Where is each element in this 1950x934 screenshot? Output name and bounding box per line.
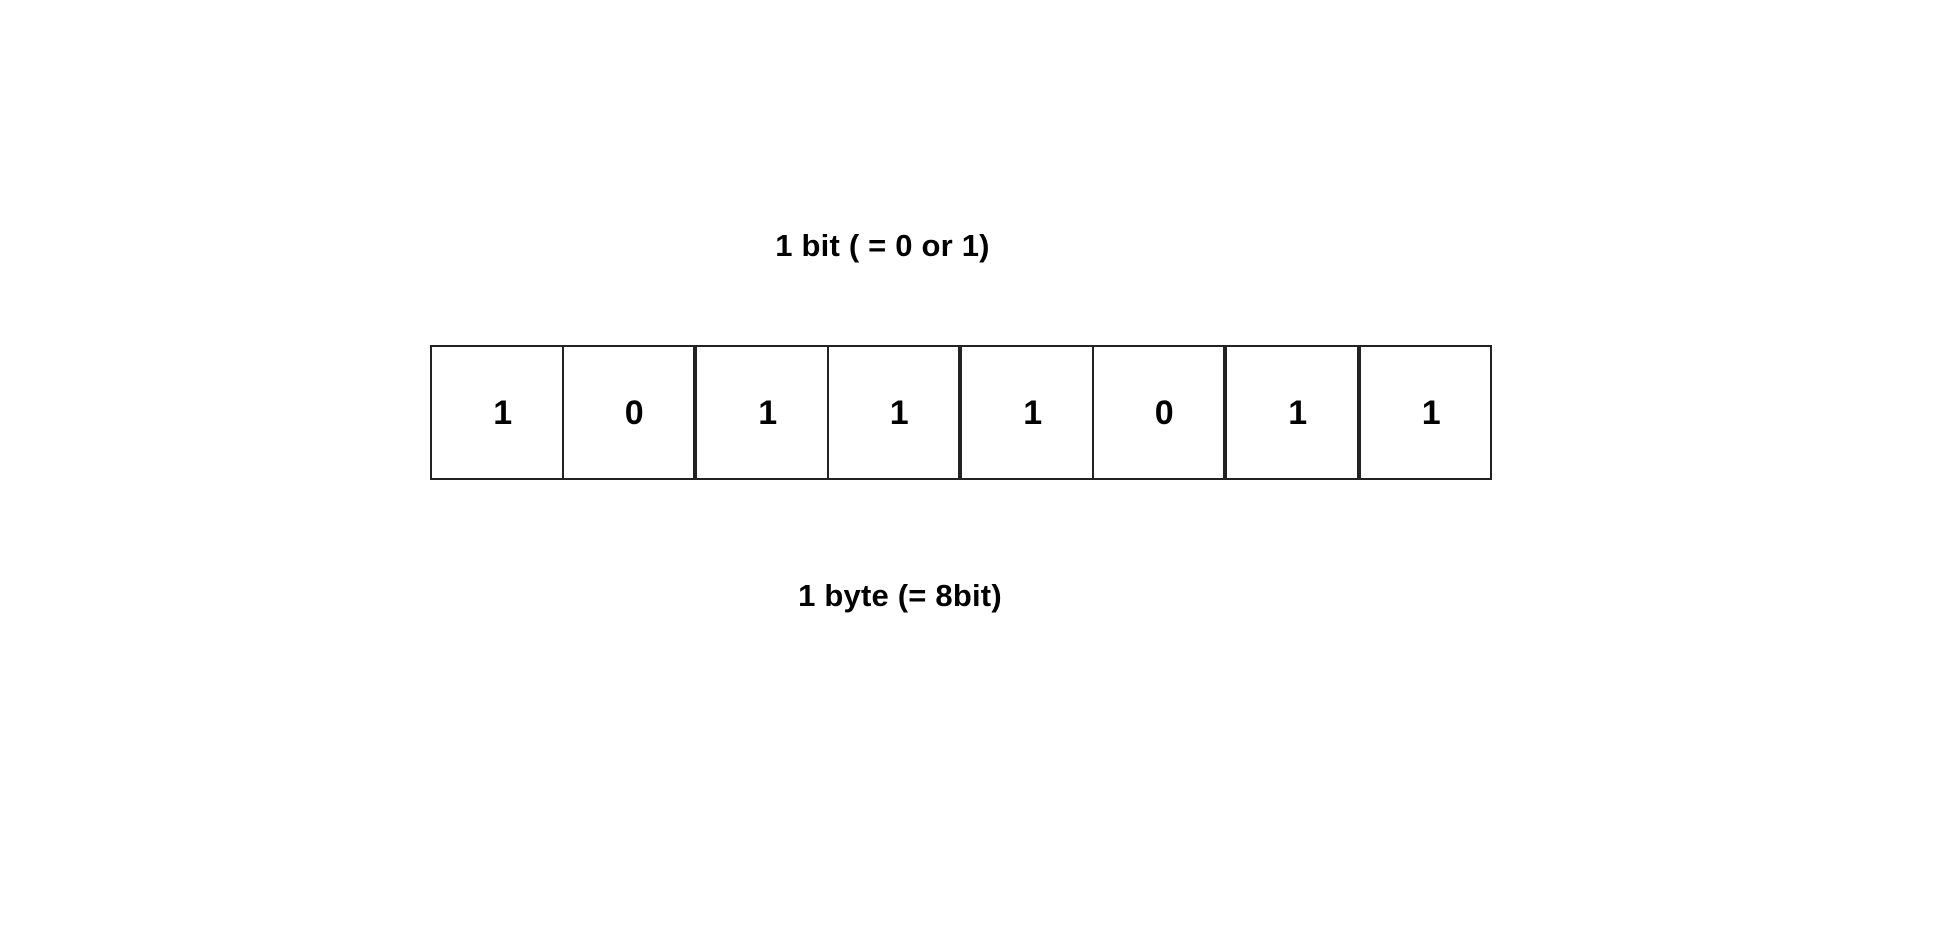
bit-cell: 1 [1225,345,1359,480]
bit-cell: 1 [826,345,960,480]
bit-value: 1 [493,393,513,432]
bit-cell: 1 [695,345,829,480]
bit-cell: 1 [430,345,564,480]
bit-value: 0 [624,393,644,432]
bit-cell: 1 [960,345,1094,480]
bit-caption: 1 bit ( = 0 or 1) [775,228,990,263]
bit-value: 1 [758,393,778,432]
bit-cell: 0 [1091,345,1225,480]
byte-caption: 1 byte (= 8bit) [798,578,1002,613]
bit-value: 1 [1023,393,1043,432]
byte-cell-row: 1 0 1 1 1 0 1 1 [430,345,1492,480]
bit-cell: 1 [1358,345,1492,480]
bit-value: 0 [1154,393,1174,432]
bit-cell: 0 [561,345,695,480]
bit-value: 1 [889,393,909,432]
bit-value: 1 [1288,393,1308,432]
bit-value: 1 [1421,393,1441,432]
